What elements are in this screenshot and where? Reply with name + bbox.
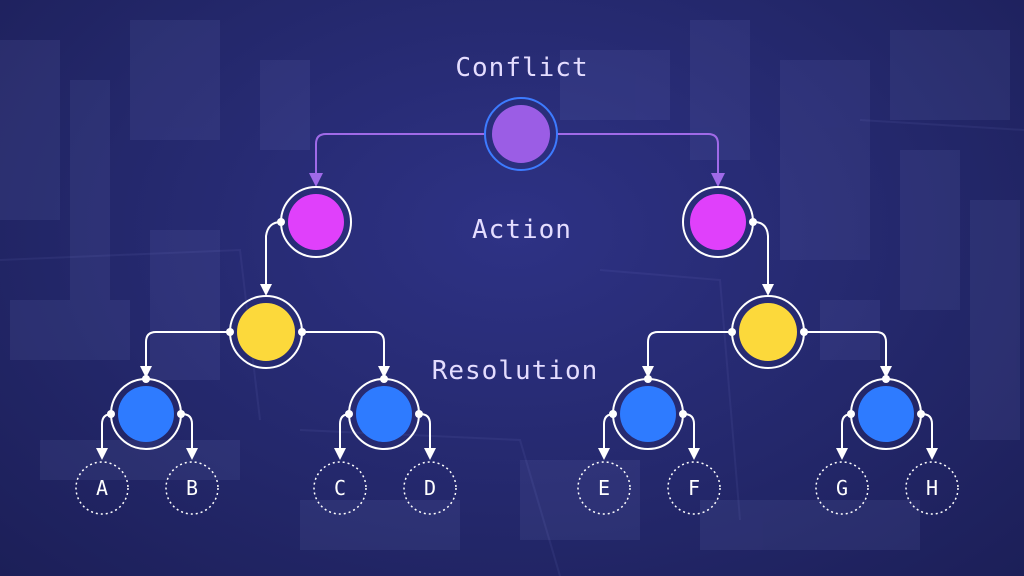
- pivot-connectors: [140, 331, 892, 378]
- leaf-label-e: E: [598, 476, 610, 500]
- conflict-connectors: [309, 133, 725, 187]
- leaf-node-c: C: [313, 461, 367, 515]
- connector-action-right: [753, 221, 774, 296]
- connector-conflict-left: [309, 133, 485, 187]
- action-node-left: [277, 186, 352, 258]
- connector-conflict-right: [557, 133, 725, 187]
- leaf-label-a: A: [96, 476, 108, 500]
- connector-pivot-left-a: [140, 331, 230, 378]
- resolution-node-2: [345, 375, 423, 450]
- connector-pivot-right-a: [642, 331, 732, 378]
- leaf-node-d: D: [403, 461, 457, 515]
- leaf-node-g: G: [815, 461, 869, 515]
- level-label-resolution: Resolution: [432, 356, 599, 386]
- leaf-label-g: G: [836, 476, 848, 500]
- leaf-node-a: A: [75, 461, 129, 515]
- leaf-connectors: [96, 413, 938, 460]
- leaf-label-h: H: [926, 476, 938, 500]
- level-label-conflict: Conflict: [455, 53, 588, 83]
- resolution-node-1: [107, 375, 185, 450]
- connector-pivot-right-b: [804, 331, 892, 378]
- leaf-node-e: E: [577, 461, 631, 515]
- leaf-node-h: H: [905, 461, 959, 515]
- level-label-action: Action: [472, 215, 572, 245]
- resolution-node-3: [609, 375, 687, 450]
- pivot-node-left: [226, 295, 306, 369]
- conflict-node: [484, 97, 558, 171]
- action-node-right: [682, 186, 757, 258]
- resolution-node-4: [847, 375, 925, 450]
- leaf-node-f: F: [667, 461, 721, 515]
- leaf-label-d: D: [424, 476, 436, 500]
- pivot-node-right: [728, 295, 808, 369]
- leaf-label-b: B: [186, 476, 198, 500]
- connector-pivot-left-b: [302, 331, 390, 378]
- leaf-label-c: C: [334, 476, 346, 500]
- leaf-label-f: F: [688, 476, 700, 500]
- leaf-node-b: B: [165, 461, 219, 515]
- connector-action-left: [260, 221, 282, 296]
